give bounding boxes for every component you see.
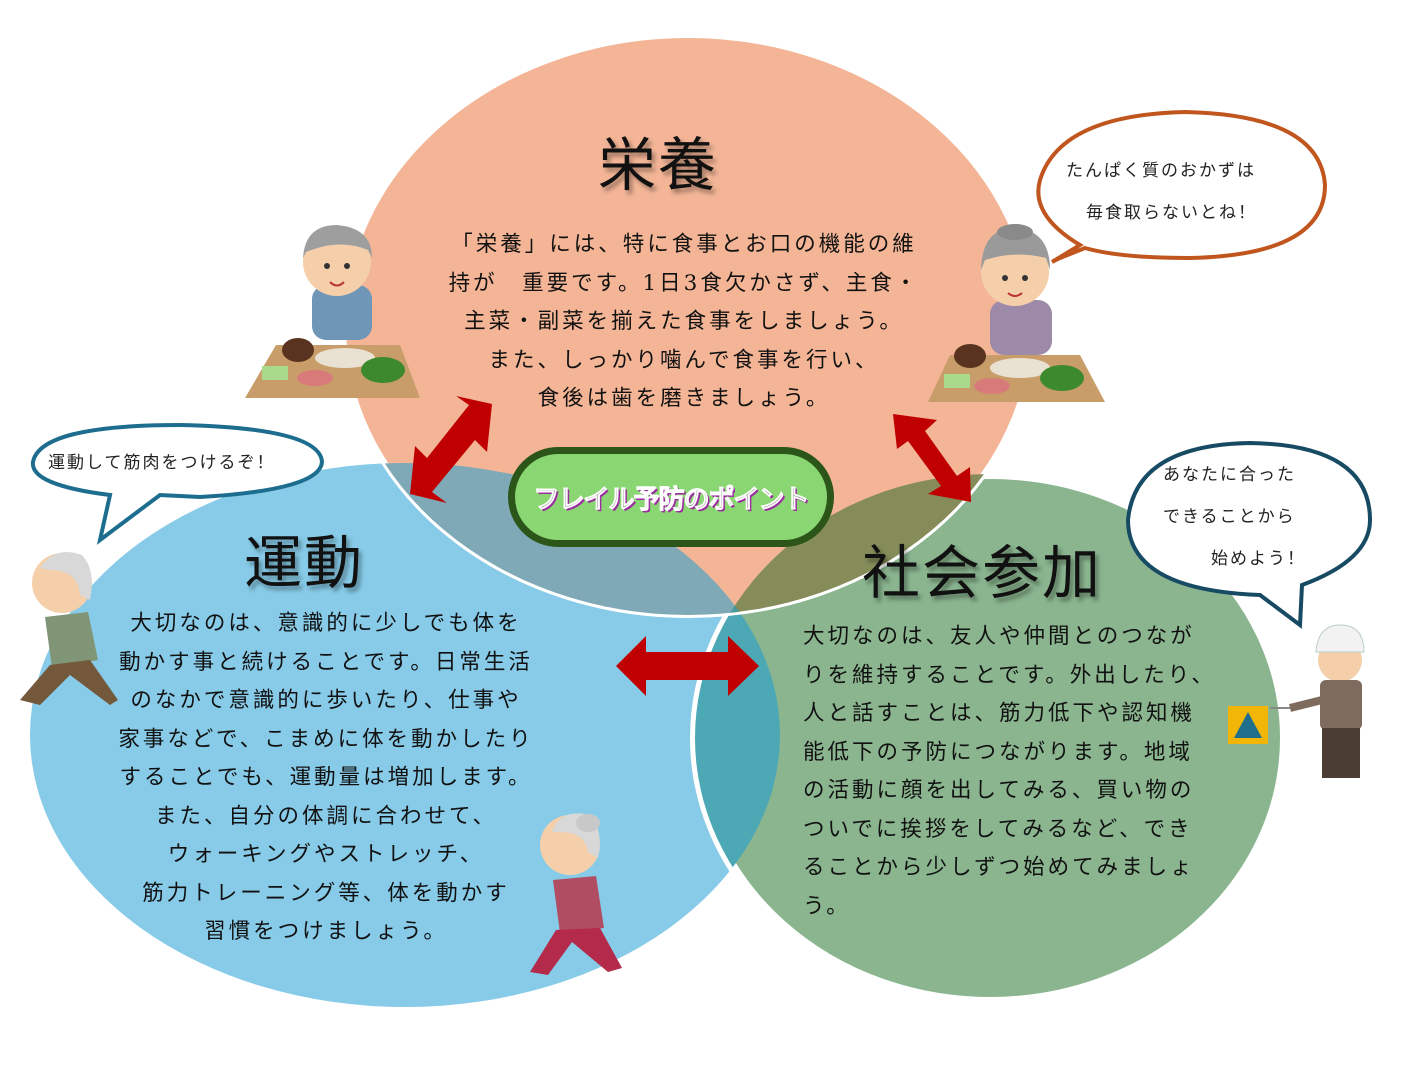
social-title: 社会参加: [862, 539, 1103, 607]
text-line: ついでに挨拶をしてみるなど、でき: [803, 816, 1193, 842]
text-line: の活動に顔を出してみる、買い物の: [803, 778, 1195, 803]
arrow-exercise-social: [616, 636, 759, 696]
text-line: 始めよう！: [1211, 549, 1306, 569]
text-line: ることから少しずつ始めてみましょ: [803, 855, 1195, 880]
speech-bubble-exercise: [30, 422, 325, 545]
bubble-exercise-text: 運動して筋肉をつけるぞ！: [48, 442, 276, 484]
text-line: 大切なのは、意識的に少しでも体を: [130, 611, 522, 636]
text-line: 人と話すことは、筋力低下や認知機: [803, 701, 1196, 726]
text-line: 能低下の予防につながります。地域: [803, 739, 1193, 765]
text-line: 筋力トレーニング等、体を動かす: [142, 880, 510, 906]
text-line: 家事などで、こまめに体を動かしたり: [118, 726, 534, 752]
text-line: 主菜・副菜を揃えた食事をしましょう。: [464, 309, 904, 334]
nutrition-title: 栄養: [598, 131, 719, 199]
elderly-man-eating-illustration: [245, 225, 420, 398]
speech-bubble-social: [1125, 440, 1373, 629]
text-line: 運動して筋肉をつけるぞ！: [48, 453, 276, 473]
text-line: 食後は歯を磨きましょう。: [537, 386, 831, 411]
text-line: 習慣をつけましょう。: [204, 919, 448, 944]
text-line: 「栄養」には、特に食事とお口の機能の維: [451, 232, 917, 257]
school-crossing-flag-icon: [1228, 706, 1268, 744]
text-line: 持が 重要です。1日3食欠かさず、主食・: [448, 270, 920, 296]
exercise-title: 運動: [244, 529, 365, 597]
nutrition-description: 「栄養」には、特に食事とお口の機能の維 持が 重要です。1日3食欠かさず、主食・…: [428, 226, 940, 419]
text-line: う。: [803, 893, 851, 919]
bubble-nutrition-text: たんぱく質のおかずは 毎食取らないとね！: [1066, 150, 1257, 234]
elderly-man-stretching-illustration: [20, 551, 118, 705]
elderly-woman-eating-illustration: [928, 224, 1105, 402]
social-description: 大切なのは、友人や仲間とのつなが りを維持することです。外出したり、 人と話すこ…: [803, 618, 1233, 926]
text-line: 大切なのは、友人や仲間とのつなが: [803, 624, 1195, 649]
text-line: たんぱく質のおかずは: [1066, 161, 1256, 181]
bubble-social-text: あなたに合った できることから 始めよう！: [1163, 454, 1306, 580]
elderly-woman-stretching-illustration: [530, 813, 622, 975]
frailty-prevention-badge: フレイル予防のポイント: [508, 447, 834, 547]
exercise-description: 大切なのは、意識的に少しでも体を 動かす事と続けることです。日常生活 のなかで意…: [96, 605, 556, 952]
arrow-nutrition-social: [893, 414, 971, 502]
text-line: 動かす事と続けることです。日常生活: [119, 649, 533, 675]
text-line: できることから: [1163, 507, 1296, 527]
speech-bubble-nutrition: [1036, 109, 1328, 264]
crossing-guard-illustration: [1270, 624, 1365, 778]
text-line: あなたに合った: [1163, 465, 1296, 485]
text-line: また、しっかり噛んで食事を行い、: [488, 347, 880, 373]
text-line: することでも、運動量は増加します。: [119, 765, 533, 790]
text-line: りを維持することです。外出したり、: [803, 662, 1216, 688]
arrow-nutrition-exercise: [410, 396, 492, 503]
text-line: ウォーキングやストレッチ、: [167, 842, 485, 867]
text-line: 毎食取らないとね！: [1086, 203, 1257, 223]
center-label: フレイル予防のポイント: [533, 484, 810, 515]
text-line: のなかで意識的に歩いたり、仕事や: [130, 688, 522, 713]
text-line: また、自分の体調に合わせて、: [155, 803, 497, 829]
